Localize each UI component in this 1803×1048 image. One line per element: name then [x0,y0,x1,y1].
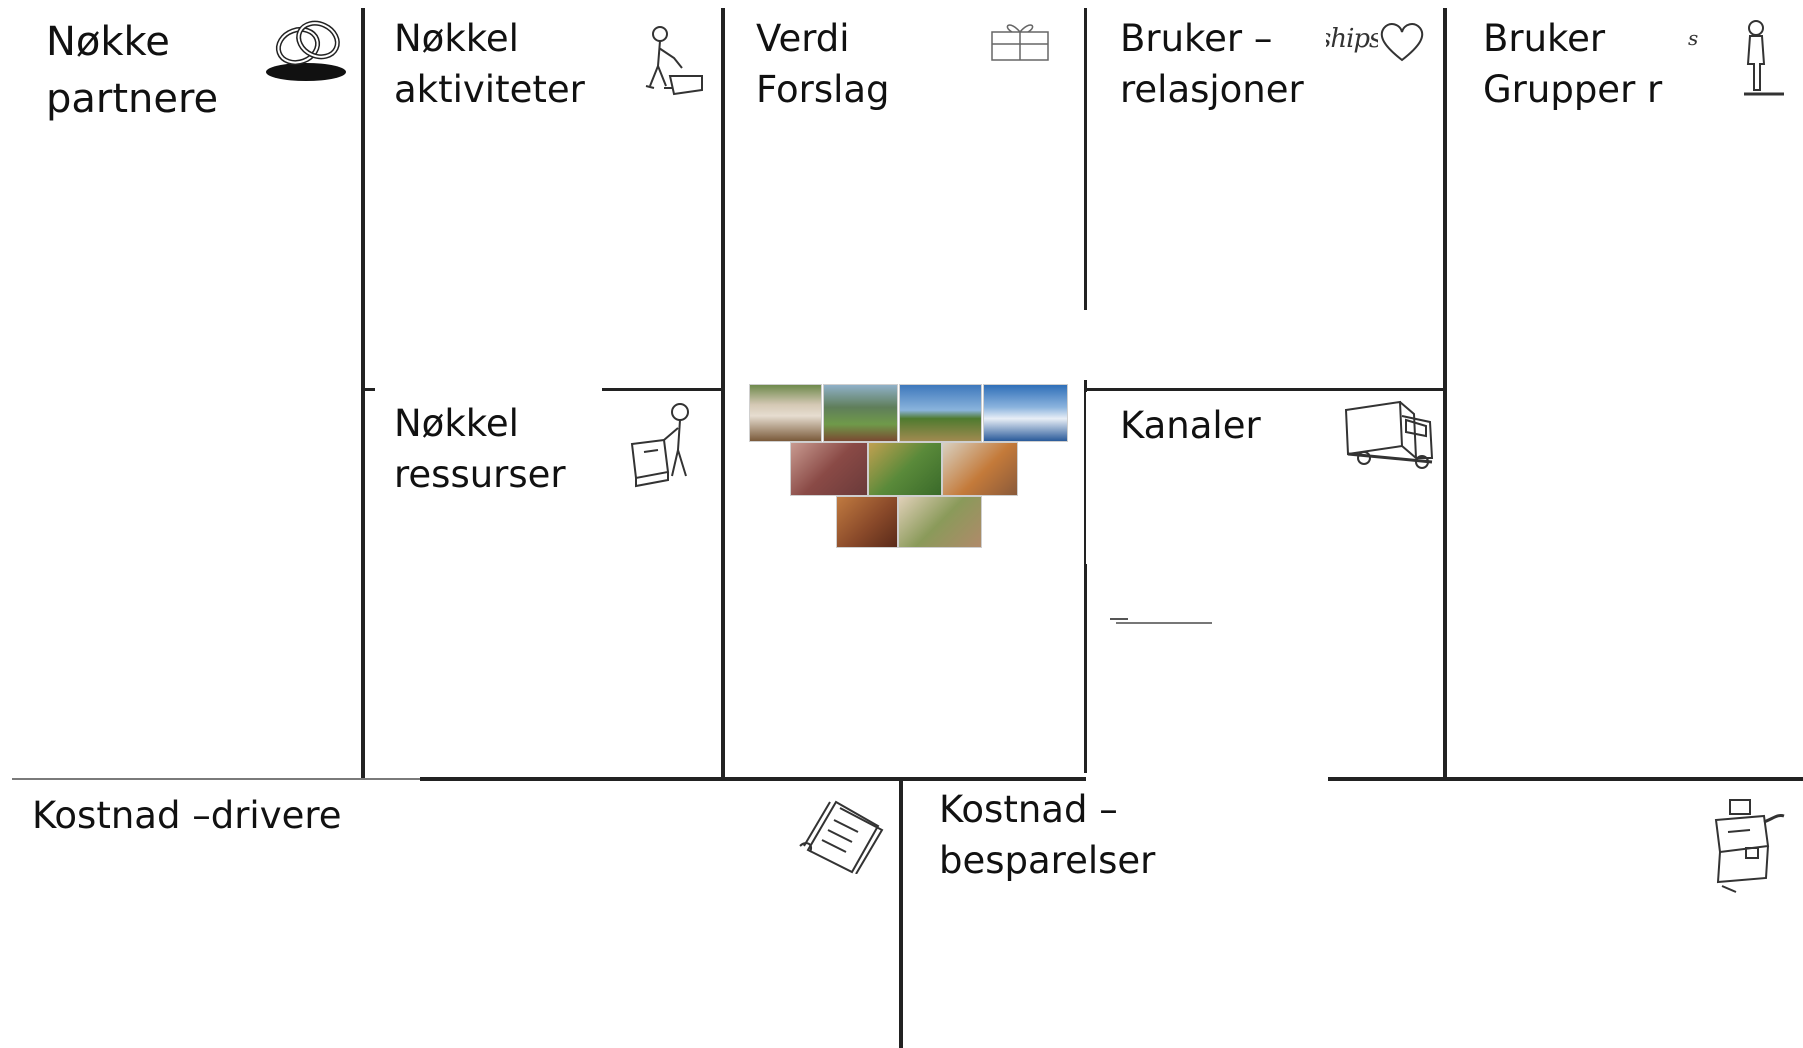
divider-value-relationships [1084,8,1087,773]
divider-relationships-segments [1443,8,1447,778]
standing-person-icon [1736,18,1786,100]
relationships-fragment-text: ships [1326,24,1378,54]
revenue-streams-title: Kostnad – besparelser [939,788,1156,882]
person-with-machine-icon [628,400,708,490]
truck-icon [1342,400,1436,472]
grilled-meat-photo [836,496,898,548]
produce-stand-photo [942,442,1018,496]
key-activities-title: Nøkkel aktiviteter [394,17,585,111]
line-gap-relationships [1084,310,1088,380]
cash-register-icon [1706,796,1786,894]
divider-activities-value [721,8,725,778]
customer-segments-title: Bruker Grupper r [1483,17,1663,111]
gift-icon [988,18,1052,62]
document-stack-icon [796,800,890,874]
heart-icon [1376,20,1428,64]
fjord-cattle-photo [823,384,898,442]
sheep-photo [749,384,822,442]
channels-title: Kanaler [1120,404,1261,447]
channels-faint-note [1110,618,1216,626]
tree-field-photo [899,384,982,442]
vegetable-platter-photo [898,496,982,548]
line-gap-channels [1086,392,1090,564]
butcher-meat-photo [790,442,868,496]
arctic-ice-photo [983,384,1068,442]
divider-activities-resources-right [602,388,723,391]
divider-partners-activities [361,8,365,778]
segments-fragment-text: s [1688,26,1698,50]
divider-cost-revenue [899,781,903,1048]
customer-relationships-title: Bruker – relasjoner [1120,17,1304,111]
cost-structure-title: Kostnad –drivere [32,794,342,837]
line-gap-bottom-right [1086,776,1328,782]
value-propositions-title: Verdi Forslag [756,17,890,111]
divider-relationships-channels [1087,388,1447,391]
divider-activities-resources [361,388,375,391]
key-partners-title: Nøkke partnere [46,19,219,122]
person-working-icon [636,24,706,98]
divider-top-bottom-left [12,778,420,780]
key-resources-title: Nøkkel ressurser [394,402,566,496]
rings-icon [264,16,348,84]
value-photo-collage [748,384,1072,548]
vegetable-market-photo [868,442,942,496]
